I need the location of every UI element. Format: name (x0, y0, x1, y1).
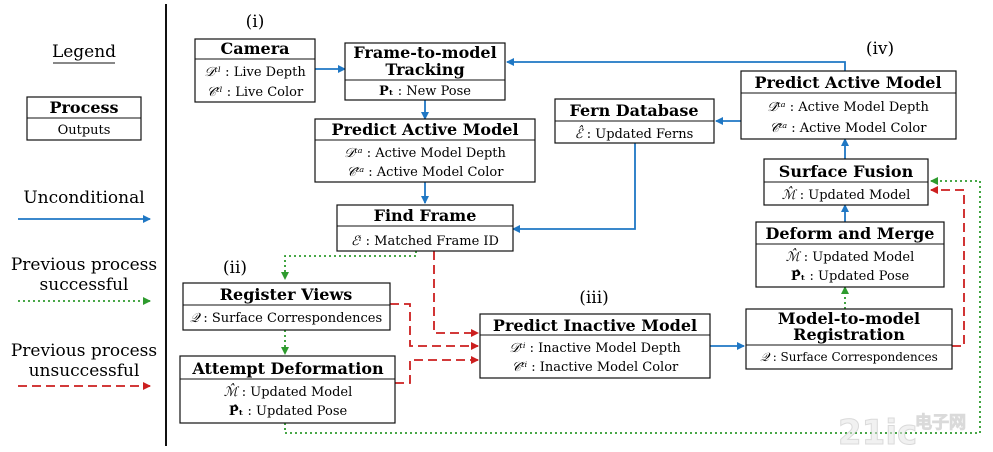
legend-unsuccessful-label-1: Previous process (11, 341, 157, 361)
predict-inactive-color: 𝒞ᵗⁱ : Inactive Model Color (512, 360, 679, 375)
predict-active-left-depth: 𝒟ᵗᵃ : Active Model Depth (344, 146, 506, 161)
legend-process-box: Process Outputs (26, 96, 142, 141)
registration-correspondences: 𝒬 : Surface Correspondences (760, 350, 937, 364)
predict-inactive-title: Predict Inactive Model (493, 316, 697, 335)
legend-unconditional-label: Unconditional (23, 188, 144, 208)
arrow-findframe-to-inactive (433, 251, 479, 337)
legend-unsuccessful-label-2: unsuccessful (29, 361, 140, 381)
predict-inactive-depth: 𝒟ᵗⁱ : Inactive Model Depth (509, 341, 681, 356)
arrow-findframe-to-register (281, 251, 417, 280)
stage-label-ii: (ii) (223, 258, 247, 278)
attempt-deformation-title: Attempt Deformation (191, 359, 384, 378)
node-frame-to-model-tracking: Frame-to-model Tracking 𝐏ₜ : New Pose (344, 42, 506, 101)
watermark-cn: 电子网 (915, 412, 966, 433)
legend-successful-label-2: successful (40, 275, 129, 295)
surface-fusion-title: Surface Fusion (779, 162, 914, 181)
deform-merge-updated-model: ℳ̂ : Updated Model (786, 248, 915, 265)
register-views-title: Register Views (220, 285, 353, 304)
node-predict-inactive-model: Predict Inactive Model 𝒟ᵗⁱ : Inactive Mo… (479, 313, 711, 379)
tracking-new-pose: 𝐏ₜ : New Pose (379, 84, 471, 99)
stage-label-iii: (iii) (579, 288, 609, 308)
camera-title: Camera (220, 39, 289, 58)
register-views-correspondences: 𝒬 : Surface Correspondences (190, 311, 382, 326)
attempt-deformation-updated-pose: 𝐏̂ₜ : Updated Pose (229, 404, 348, 419)
arrow-fern-to-findframe (512, 143, 636, 233)
predict-active-left-color: 𝒞ᵗᵃ : Active Model Color (347, 165, 505, 180)
node-find-frame: Find Frame ℰⁱ : Matched Frame ID (336, 204, 514, 252)
tracking-title-1: Frame-to-model (353, 43, 496, 62)
tracking-title-2: Tracking (385, 60, 464, 79)
node-surface-fusion: Surface Fusion ℳ̂ : Updated Model (763, 158, 929, 206)
predict-active-right-title: Predict Active Model (754, 73, 941, 92)
registration-title-2: Registration (793, 325, 905, 344)
watermark-main: 21ic (838, 413, 917, 452)
predict-active-left-title: Predict Active Model (331, 120, 518, 139)
node-register-views: Register Views 𝒬 : Surface Correspondenc… (182, 282, 391, 331)
node-camera: Camera 𝒟ᵗˡ : Live Depth 𝒞ᵗˡ : Live Color (194, 38, 316, 103)
node-fern-database: Fern Database ℰ̂ : Updated Ferns (554, 98, 715, 144)
stage-label-iv: (iv) (866, 39, 894, 59)
arrow-registration-to-fusion (930, 186, 965, 347)
attempt-deformation-updated-model: ℳ̂ : Updated Model (224, 383, 353, 400)
connectors (281, 58, 981, 434)
legend: Legend Process Outputs Unconditional Pre… (11, 42, 157, 390)
legend-title: Legend (52, 42, 116, 62)
camera-live-color: 𝒞ᵗˡ : Live Color (207, 85, 304, 100)
deform-merge-updated-pose: 𝐏̂ₜ : Updated Pose (791, 269, 910, 284)
node-deform-and-merge: Deform and Merge ℳ̂ : Updated Model 𝐏̂ₜ … (755, 221, 945, 288)
arrow-activeright-to-tracking (506, 58, 846, 71)
camera-live-depth: 𝒟ᵗˡ : Live Depth (204, 65, 306, 80)
legend-outputs-label: Outputs (58, 123, 111, 138)
node-predict-active-model-right: Predict Active Model 𝒟̂ᵗᵃ : Active Model… (740, 70, 957, 140)
legend-process-label: Process (49, 98, 118, 117)
deform-merge-title: Deform and Merge (766, 224, 935, 243)
legend-successful-label-1: Previous process (11, 255, 157, 275)
surface-fusion-updated-model: ℳ̂ : Updated Model (782, 186, 911, 203)
predict-active-right-depth: 𝒟̂ᵗᵃ : Active Model Depth (767, 100, 929, 115)
node-predict-active-model-left: Predict Active Model 𝒟ᵗᵃ : Active Model … (314, 118, 536, 183)
arrow-attempt-to-fusion (284, 177, 981, 434)
fern-db-title: Fern Database (569, 101, 698, 120)
node-model-to-model-registration: Model-to-model Registration 𝒬 : Surface … (745, 308, 953, 370)
watermark-logo: 21ic 电子网 (838, 412, 967, 452)
registration-title-1: Model-to-model (778, 309, 920, 328)
find-frame-matched-id: ℰⁱ : Matched Frame ID (351, 234, 499, 249)
predict-active-right-color: 𝒞̂ᵗᵃ : Active Model Color (770, 121, 928, 136)
node-attempt-deformation: Attempt Deformation ℳ̂ : Updated Model 𝐏… (179, 355, 396, 424)
arrow-attempt-to-inactive (395, 356, 479, 384)
find-frame-title: Find Frame (374, 206, 477, 225)
fern-db-updated-ferns: ℰ̂ : Updated Ferns (575, 125, 694, 142)
stage-label-i: (i) (246, 12, 265, 32)
